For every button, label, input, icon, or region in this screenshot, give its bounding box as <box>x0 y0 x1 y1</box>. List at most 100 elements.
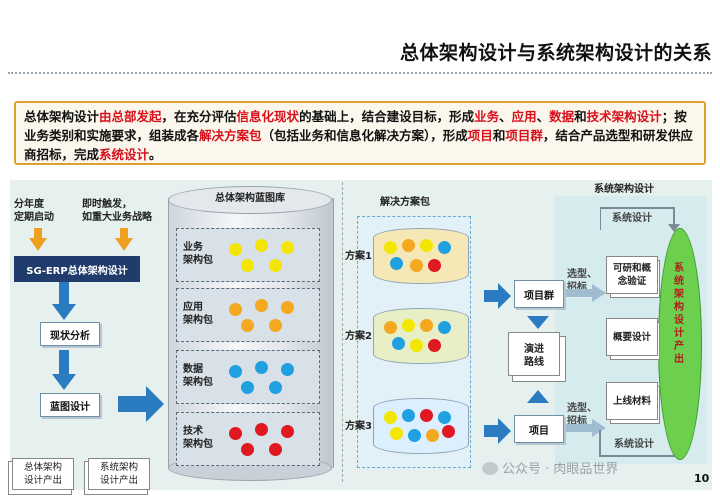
arrow-down-icon <box>29 228 47 251</box>
doc-overall-output: 总体架构 设计产出 <box>12 458 74 490</box>
color-dot <box>402 409 415 422</box>
color-dot <box>384 321 397 334</box>
color-dot <box>438 321 451 334</box>
system-design-bottom: 系统设计 <box>614 439 654 450</box>
color-dot <box>410 259 423 272</box>
architecture-package: 业务 架构包 <box>176 228 320 282</box>
arrow-right-icon <box>484 283 511 309</box>
package-label: 数据 架构包 <box>183 364 213 388</box>
arrow-right-icon <box>566 419 606 437</box>
intro-segment: 的基础上，结合建设目标，形成 <box>299 109 475 124</box>
intro-segment: 和 <box>492 128 506 143</box>
arrow-right-icon <box>566 284 606 302</box>
color-dot <box>241 259 254 272</box>
color-dot <box>255 299 268 312</box>
intro-highlight: 业务 <box>474 109 500 124</box>
solution-label: 方案2 <box>345 331 372 342</box>
arrow-down-icon <box>52 350 76 390</box>
system-output-ellipse <box>658 228 702 460</box>
color-dot <box>281 425 294 438</box>
section-separator <box>342 182 343 482</box>
architecture-package: 技术 架构包 <box>176 412 320 466</box>
intro-highlight: 应用 <box>511 109 537 124</box>
intro-segment: 总体架构设计 <box>24 109 100 124</box>
system-design-top: 系统设计 <box>612 213 652 224</box>
color-dot <box>281 363 294 376</box>
sgerp-box: SG-ERP总体架构设计 <box>14 256 140 282</box>
color-dot <box>420 239 433 252</box>
arrow-right-icon <box>484 418 511 444</box>
page-title: 总体架构设计与系统架构设计的关系 <box>399 42 712 64</box>
intro-highlight: 信息化现状 <box>236 109 300 124</box>
color-dot <box>384 241 397 254</box>
intro-highlight: 技术架构设计 <box>586 109 662 124</box>
color-dot <box>229 243 242 256</box>
intro-highlight: 项目 <box>467 128 493 143</box>
package-label: 技术 架构包 <box>183 426 213 450</box>
color-dot <box>269 319 282 332</box>
intro-highlight: 由总部发起 <box>99 109 162 124</box>
color-dot <box>392 337 405 350</box>
color-dot <box>269 259 282 272</box>
system-output-text: 系 统 架 构 设 计 产 出 <box>674 263 684 365</box>
color-dot <box>420 409 433 422</box>
intro-segment: 、 <box>536 109 550 124</box>
color-dot <box>420 319 433 332</box>
color-dot <box>255 239 268 252</box>
selection-bottom-label: 选型、 招标 <box>567 403 597 427</box>
color-dot <box>428 259 441 272</box>
color-dot <box>390 257 403 270</box>
intro-segment: 、 <box>499 109 512 124</box>
color-dot <box>408 429 421 442</box>
selection-top-label: 选型、 招标 <box>567 269 597 293</box>
color-dot <box>281 241 294 254</box>
color-dot <box>438 241 451 254</box>
color-dot <box>229 303 242 316</box>
intro-text: 总体架构设计由总部发起，在充分评估信息化现状的基础上，结合建设目标，形成业务、应… <box>24 109 693 162</box>
solutions-title: 解决方案包 <box>380 197 430 208</box>
intro-segment: ，在充分评估 <box>161 109 237 124</box>
roadmap-doc: 演进 路线 <box>508 332 560 376</box>
intro-highlight: 项目群 <box>505 128 543 143</box>
library-cylinder-top <box>168 186 332 214</box>
intro-highlight: 数据 <box>549 109 575 124</box>
trigger-annual: 分年度 定期启动 <box>14 199 54 223</box>
arrow-down-icon <box>115 228 133 251</box>
color-dot <box>402 239 415 252</box>
intro-segment: （包括业务和信息化解决方案），形成 <box>261 128 468 143</box>
arrow-down-icon <box>52 282 76 320</box>
architecture-package: 数据 架构包 <box>176 350 320 404</box>
package-label: 应用 架构包 <box>183 302 213 326</box>
wechat-icon <box>482 462 498 475</box>
architecture-package: 应用 架构包 <box>176 288 320 342</box>
color-dot <box>410 339 423 352</box>
system-item: 概要设计 <box>606 318 658 356</box>
color-dot <box>229 365 242 378</box>
intro-segment: 。 <box>149 147 162 162</box>
project-box: 项目 <box>514 415 564 443</box>
color-dot <box>241 319 254 332</box>
color-dot <box>269 381 282 394</box>
system-item: 上线材料 <box>606 382 658 420</box>
color-dot <box>229 427 242 440</box>
color-dot <box>241 443 254 456</box>
arrow-right-icon <box>118 386 164 422</box>
intro-highlight: 系统设计 <box>99 147 150 162</box>
solution-package <box>373 228 469 284</box>
color-dot <box>426 429 439 442</box>
solution-label: 方案3 <box>345 421 372 432</box>
color-dot <box>402 319 415 332</box>
color-dot <box>438 411 451 424</box>
color-dot <box>269 443 282 456</box>
arrow-down-icon <box>527 316 549 329</box>
page-number: 10 <box>694 472 710 485</box>
library-title: 总体架构蓝图库 <box>215 193 285 204</box>
blueprint-box: 蓝图设计 <box>40 393 100 417</box>
intro-box: 总体架构设计由总部发起，在充分评估信息化现状的基础上，结合建设目标，形成业务、应… <box>14 101 706 165</box>
color-dot <box>241 381 254 394</box>
color-dot <box>255 361 268 374</box>
solution-package <box>373 398 469 454</box>
system-item: 可研和概 念验证 <box>606 256 658 294</box>
system-title: 系统架构设计 <box>594 184 654 195</box>
system-flow-top <box>600 207 680 232</box>
